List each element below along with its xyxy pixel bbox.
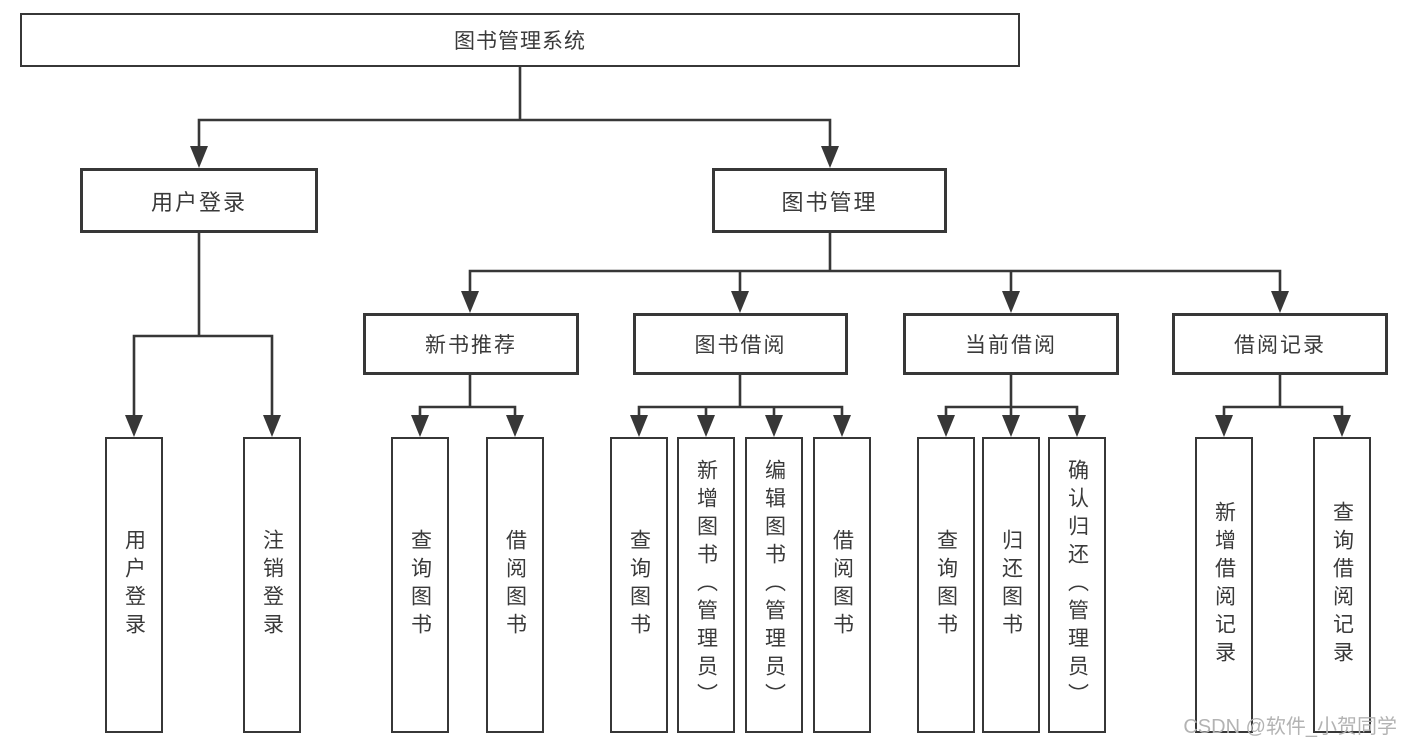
node-label: 图书借阅 [694, 334, 787, 357]
leaf-label: 新增借阅记录 [1212, 501, 1236, 669]
leaf-add-borrow-record: 新增借阅记录 [1195, 437, 1253, 733]
leaf-query-books-borrowing: 查询图书 [610, 437, 668, 733]
node-label: 当前借阅 [965, 334, 1057, 357]
node-book-management: 图书管理 [712, 168, 947, 233]
node-label: 图书管理 [781, 189, 878, 215]
node-label: 新书推荐 [425, 334, 517, 357]
node-label: 借阅记录 [1234, 334, 1326, 357]
node-new-book-recommendation: 新书推荐 [363, 313, 579, 375]
leaf-return-books: 归还图书 [982, 437, 1040, 733]
leaf-user-login: 用户登录 [105, 437, 163, 733]
leaf-query-books-current: 查询图书 [917, 437, 975, 733]
leaf-label: 借阅图书 [830, 529, 854, 641]
node-label: 用户登录 [150, 189, 247, 215]
leaf-query-books-recommend: 查询图书 [391, 437, 449, 733]
leaf-label: 用户登录 [122, 529, 146, 641]
node-user-login: 用户登录 [80, 168, 318, 233]
leaf-edit-books-admin: 编辑图书（管理员） [745, 437, 803, 733]
leaf-add-books-admin: 新增图书（管理员） [677, 437, 735, 733]
leaf-label: 新增图书（管理员） [694, 459, 718, 711]
leaf-label: 查询图书 [408, 529, 432, 641]
node-borrowing-records: 借阅记录 [1172, 313, 1388, 375]
node-library-management-system: 图书管理系统 [20, 13, 1020, 67]
leaf-logout: 注销登录 [243, 437, 301, 733]
leaf-label: 借阅图书 [503, 529, 527, 641]
leaf-label: 确认归还（管理员） [1065, 459, 1089, 711]
leaf-borrow-books-recommend: 借阅图书 [486, 437, 544, 733]
node-book-borrowing: 图书借阅 [633, 313, 848, 375]
leaf-label: 注销登录 [260, 529, 284, 641]
csdn-watermark: CSDN @软件_小贺同学 [1183, 716, 1397, 738]
leaf-confirm-return-admin: 确认归还（管理员） [1048, 437, 1106, 733]
leaf-label: 查询图书 [627, 529, 651, 641]
leaf-label: 归还图书 [999, 529, 1023, 641]
node-label: 图书管理系统 [454, 30, 586, 53]
arrowheads [125, 146, 1351, 437]
leaf-label: 查询图书 [934, 529, 958, 641]
node-current-borrowing: 当前借阅 [903, 313, 1119, 375]
leaf-label: 查询借阅记录 [1330, 501, 1354, 669]
leaf-borrow-books-borrowing: 借阅图书 [813, 437, 871, 733]
leaf-query-borrow-record: 查询借阅记录 [1313, 437, 1371, 733]
leaf-label: 编辑图书（管理员） [762, 459, 786, 711]
